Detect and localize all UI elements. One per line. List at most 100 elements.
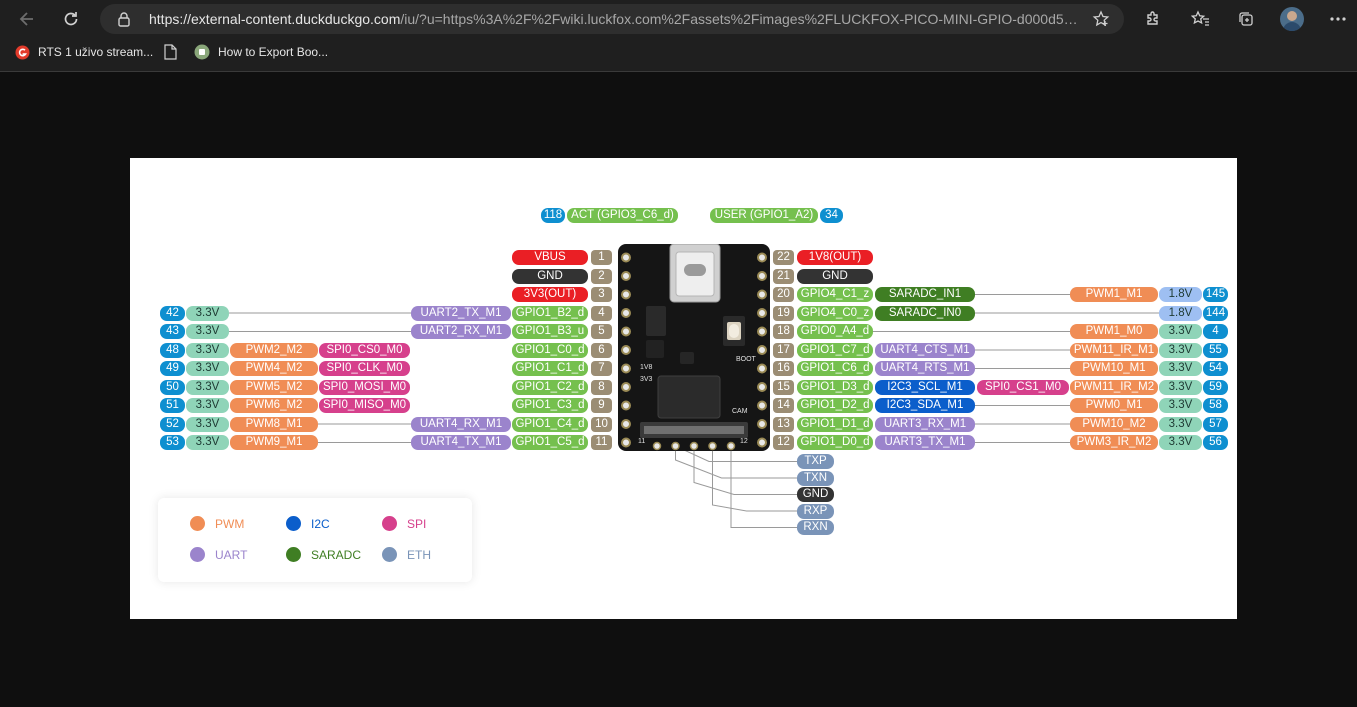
address-bar[interactable]: https://external-content.duckduckgo.com/… bbox=[100, 4, 1124, 34]
board-pad bbox=[757, 252, 767, 263]
voltage-label: 1.8V bbox=[1159, 287, 1202, 302]
spi-label: SPI0_MOSI_M0 bbox=[319, 379, 410, 395]
pwm-label: PWM11_IR_M1 bbox=[1070, 342, 1158, 358]
i2c-label: I2C3_SDA_M1 bbox=[875, 398, 975, 413]
bookmark-export[interactable]: How to Export Boo... bbox=[194, 43, 328, 61]
lock-icon[interactable] bbox=[116, 11, 132, 27]
eth-pad bbox=[689, 441, 699, 451]
more-icon[interactable] bbox=[1325, 6, 1351, 32]
gpio-number: 59 bbox=[1203, 379, 1228, 395]
spi-label: SPI0_CS0_M0 bbox=[319, 342, 410, 358]
voltage-label: 3.3V bbox=[1159, 324, 1202, 339]
legend-swatch bbox=[286, 547, 301, 562]
back-icon[interactable] bbox=[12, 5, 42, 33]
pwm-label: PWM1_M0 bbox=[1070, 324, 1158, 339]
board-pad bbox=[621, 271, 631, 281]
gpio-label: GPIO1_C5_d bbox=[512, 435, 588, 450]
gpio-label: GPIO1_C0_d bbox=[512, 342, 588, 358]
uart-label: UART4_CTS_M1 bbox=[875, 342, 975, 358]
uart-label: UART4_TX_M1 bbox=[411, 435, 511, 450]
voltage-label: 3.3V bbox=[186, 435, 229, 450]
legend-item-eth: ETH bbox=[382, 547, 431, 562]
gpio-number: 144 bbox=[1203, 305, 1228, 321]
pwm-label: PWM3_IR_M2 bbox=[1070, 435, 1158, 450]
user-gpio-number: 34 bbox=[820, 208, 843, 223]
reload-icon[interactable] bbox=[56, 5, 86, 33]
bookmark-file[interactable] bbox=[164, 43, 177, 61]
eth-leader-line bbox=[730, 446, 797, 528]
gpio-number: 48 bbox=[160, 342, 185, 358]
gpio-label: GPIO1_C3_d bbox=[512, 398, 588, 413]
pin-number: 4 bbox=[591, 305, 612, 321]
uart-label: UART4_RTS_M1 bbox=[875, 361, 975, 376]
board-pad bbox=[621, 419, 631, 429]
board-pad bbox=[757, 363, 767, 374]
uart-label: UART2_RX_M1 bbox=[411, 324, 511, 339]
voltage-label: 3.3V bbox=[1159, 342, 1202, 358]
voltage-label: 3.3V bbox=[186, 398, 229, 413]
avatar[interactable] bbox=[1280, 7, 1304, 31]
pin-number: 12 bbox=[773, 435, 794, 450]
legend-label: UART bbox=[215, 547, 248, 562]
favorites-icon[interactable] bbox=[1188, 6, 1214, 32]
collections-icon[interactable] bbox=[1233, 6, 1259, 32]
pwm-label: PWM1_M1 bbox=[1070, 287, 1158, 302]
pin-number: 13 bbox=[773, 416, 794, 432]
legend-swatch bbox=[190, 547, 205, 562]
gpio-label: GPIO4_C1_z bbox=[797, 287, 873, 302]
spi-label: SPI0_CLK_M0 bbox=[319, 361, 410, 376]
gpio-label: GPIO1_D3_d bbox=[797, 379, 873, 395]
board-pad bbox=[757, 400, 767, 411]
extensions-icon[interactable] bbox=[1140, 6, 1166, 32]
pin-number: 17 bbox=[773, 342, 794, 358]
pin-number: 14 bbox=[773, 398, 794, 413]
pin-number: 18 bbox=[773, 324, 794, 339]
voltage-label: 1.8V bbox=[1159, 305, 1202, 321]
add-favorite-icon[interactable] bbox=[1092, 10, 1110, 28]
eth-label: RXN bbox=[797, 520, 834, 535]
file-icon bbox=[164, 44, 177, 60]
eth-pad bbox=[708, 441, 717, 451]
gpio-label: GPIO1_C6_d bbox=[797, 361, 873, 376]
board-label: 1V8 bbox=[640, 364, 653, 371]
board-pad bbox=[621, 308, 631, 318]
board-pad bbox=[757, 308, 767, 318]
url-text[interactable]: https://external-content.duckduckgo.com/… bbox=[149, 11, 1079, 27]
bookmark-label: RTS 1 uživo stream... bbox=[38, 45, 154, 59]
url-path: /iu/?u=https%3A%2F%2Fwiki.luckfox.com%2F… bbox=[400, 11, 1079, 27]
act-led-label: ACT (GPIO3_C6_d) bbox=[567, 208, 678, 223]
legend-item-pwm: PWM bbox=[190, 516, 244, 531]
voltage-label: 3.3V bbox=[1159, 416, 1202, 432]
bookmark-rts[interactable]: RTS 1 uživo stream... bbox=[15, 43, 153, 61]
legend-swatch bbox=[286, 516, 301, 531]
pin-number: 7 bbox=[591, 361, 612, 376]
board-pad bbox=[621, 252, 631, 263]
pin-number: 21 bbox=[773, 268, 794, 284]
pin-number: 9 bbox=[591, 398, 612, 413]
gpio-label: GPIO1_C2_d bbox=[512, 379, 588, 395]
pwm-label: PWM0_M1 bbox=[1070, 398, 1158, 413]
board-pad bbox=[621, 363, 631, 374]
pwm-label: PWM4_M2 bbox=[230, 361, 318, 376]
pin-number: 22 bbox=[773, 250, 794, 265]
pwm-label: PWM8_M1 bbox=[230, 416, 318, 432]
gpio-number: 54 bbox=[1203, 361, 1228, 376]
board-pad bbox=[621, 400, 631, 411]
board-pad bbox=[757, 437, 767, 448]
legend-label: PWM bbox=[215, 516, 245, 531]
gpio-number: 4 bbox=[1203, 324, 1228, 339]
uart-label: UART4_RX_M1 bbox=[411, 416, 511, 432]
legend-swatch bbox=[382, 516, 397, 531]
legend-item-uart: UART bbox=[190, 547, 247, 562]
board-pad bbox=[621, 345, 631, 355]
legend-label: SPI bbox=[407, 516, 427, 531]
gpio-number: 58 bbox=[1203, 398, 1228, 413]
gpio-label: GPIO1_C4_d bbox=[512, 416, 588, 432]
pin-number: 1 bbox=[591, 250, 612, 265]
board-label: BOOT bbox=[736, 356, 757, 363]
voltage-label: 3.3V bbox=[1159, 435, 1202, 450]
i2c-label: I2C3_SCL_M1 bbox=[875, 379, 975, 395]
legend-item-i2c: I2C bbox=[286, 516, 330, 531]
pin-number: 6 bbox=[591, 342, 612, 358]
